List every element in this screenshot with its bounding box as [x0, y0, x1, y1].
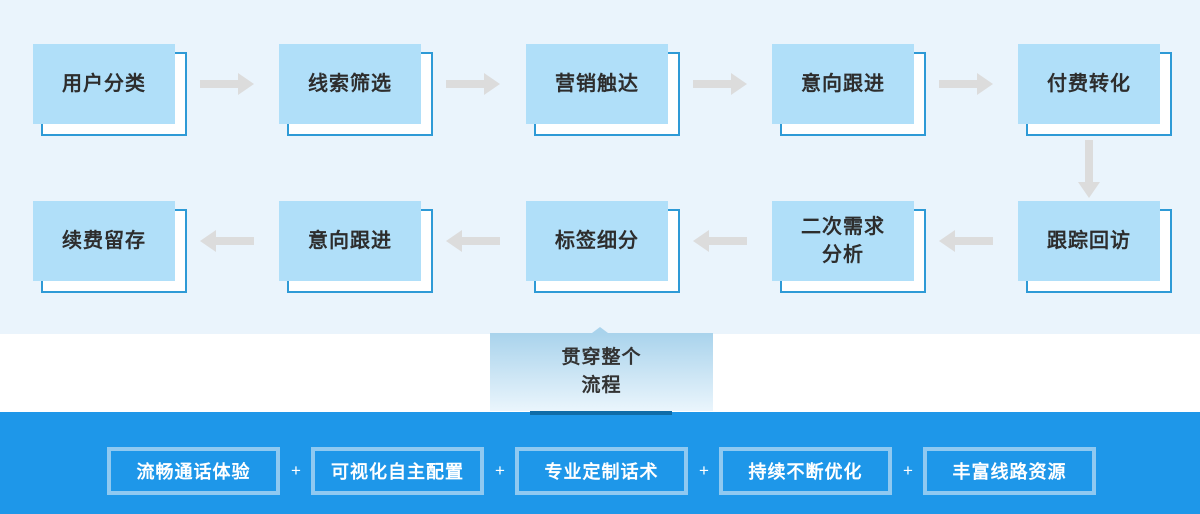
flow-step-lead-screening: 线索筛选: [279, 44, 433, 136]
callout-whole-process: 贯穿整个 流程: [490, 327, 713, 411]
plus-separator: +: [699, 461, 709, 480]
flow-step-intent-follow-up: 意向跟进: [772, 44, 926, 136]
plus-separator: +: [903, 461, 913, 480]
feature-smooth-calls: 流畅通话体验: [107, 447, 280, 495]
feature-label: 专业定制话术: [544, 462, 659, 482]
callout-shadow: [530, 411, 672, 415]
flow-step-label: 营销触达: [526, 44, 668, 124]
flow-step-user-classification: 用户分类: [33, 44, 187, 136]
arrow-left-icon: [693, 230, 747, 252]
feature-visual-config: 可视化自主配置: [311, 447, 484, 495]
feature-label: 可视化自主配置: [331, 462, 464, 482]
flow-step-label: 意向跟进: [279, 201, 421, 281]
plus-separator: +: [495, 461, 505, 480]
flow-step-label: 续费留存: [33, 201, 175, 281]
feature-rich-line-resources: 丰富线路资源: [923, 447, 1096, 495]
flow-step-secondary-demand-analysis: 二次需求 分析: [772, 201, 926, 293]
feature-continuous-optimization: 持续不断优化: [719, 447, 892, 495]
flow-step-renewal-retention: 续费留存: [33, 201, 187, 293]
flow-step-label: 跟踪回访: [1018, 201, 1160, 281]
feature-banner: 流畅通话体验 + 可视化自主配置 + 专业定制话术 + 持续不断优化 + 丰富线…: [0, 412, 1200, 514]
feature-label: 丰富线路资源: [952, 462, 1067, 482]
feature-custom-scripts: 专业定制话术: [515, 447, 688, 495]
flow-step-label: 意向跟进: [772, 44, 914, 124]
arrow-right-icon: [446, 73, 500, 95]
arrow-left-icon: [200, 230, 254, 252]
flow-step-paid-conversion: 付费转化: [1018, 44, 1172, 136]
arrow-left-icon: [939, 230, 993, 252]
flow-step-tag-segmentation: 标签细分: [526, 201, 680, 293]
plus-separator: +: [291, 461, 301, 480]
feature-label: 流畅通话体验: [136, 462, 251, 482]
callout-label: 贯穿整个 流程: [561, 346, 642, 397]
flow-step-label: 用户分类: [33, 44, 175, 124]
flow-step-intent-follow-up-2: 意向跟进: [279, 201, 433, 293]
flow-step-label: 标签细分: [526, 201, 668, 281]
flow-step-label: 二次需求 分析: [772, 201, 914, 281]
arrow-left-icon: [446, 230, 500, 252]
arrow-right-icon: [200, 73, 254, 95]
flow-step-label: 付费转化: [1018, 44, 1160, 124]
arrow-right-icon: [693, 73, 747, 95]
arrow-right-icon: [939, 73, 993, 95]
callout-pointer-up-icon: [592, 327, 608, 333]
flow-section: 用户分类 线索筛选 营销触达 意向跟进 付费转化 续费留存 意向跟进 标签细分: [0, 0, 1200, 334]
flow-step-marketing-reach: 营销触达: [526, 44, 680, 136]
feature-label: 持续不断优化: [748, 462, 863, 482]
flow-step-label: 线索筛选: [279, 44, 421, 124]
arrow-down-icon: [1078, 140, 1100, 198]
flow-step-follow-up-visit: 跟踪回访: [1018, 201, 1172, 293]
